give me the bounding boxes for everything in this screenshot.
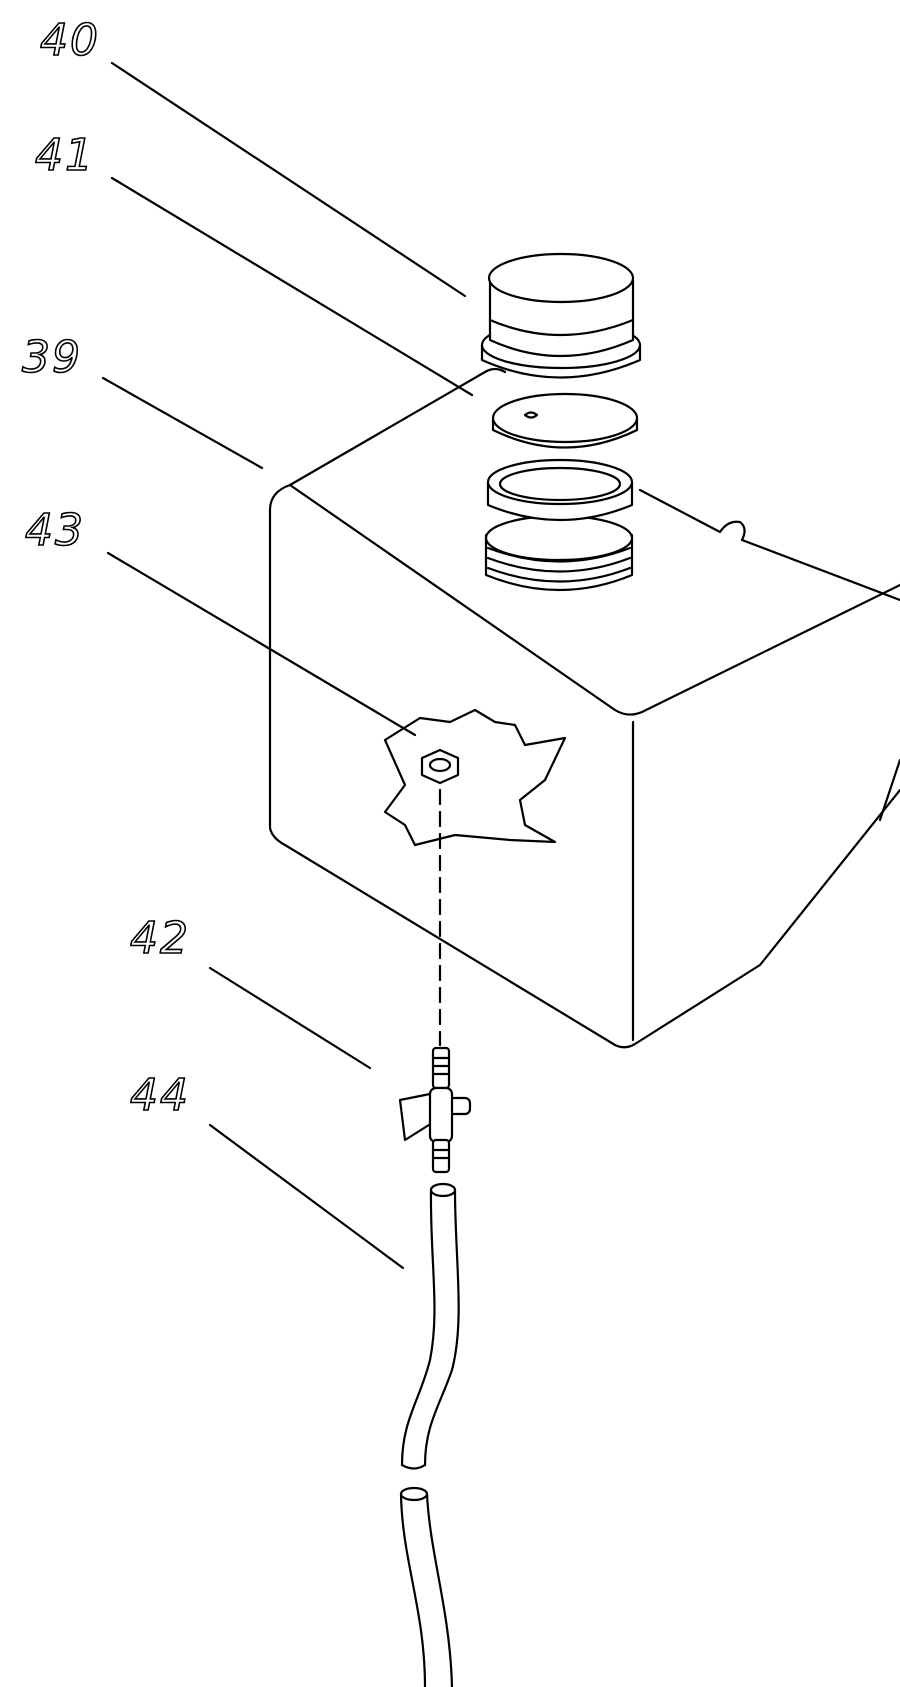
tank <box>268 367 900 1049</box>
filler-neck <box>484 458 634 592</box>
label-43: 43 <box>25 505 85 556</box>
leader-line-41 <box>110 176 474 397</box>
label-40: 40 <box>40 15 100 66</box>
valve <box>398 1046 472 1174</box>
leader-line-40 <box>110 61 467 298</box>
gasket <box>383 708 567 847</box>
leader-line-39 <box>101 376 264 470</box>
leader-line-43 <box>106 551 417 737</box>
label-44: 44 <box>130 1070 190 1121</box>
hose <box>399 1182 460 1687</box>
nut <box>420 748 460 785</box>
leader-line-44 <box>208 1123 405 1270</box>
leader-line-42 <box>208 966 372 1070</box>
cap <box>480 252 642 379</box>
disc <box>491 392 639 449</box>
label-39: 39 <box>22 332 82 383</box>
leader-lines <box>101 61 474 1270</box>
label-42: 42 <box>130 913 190 964</box>
label-41: 41 <box>35 130 95 181</box>
